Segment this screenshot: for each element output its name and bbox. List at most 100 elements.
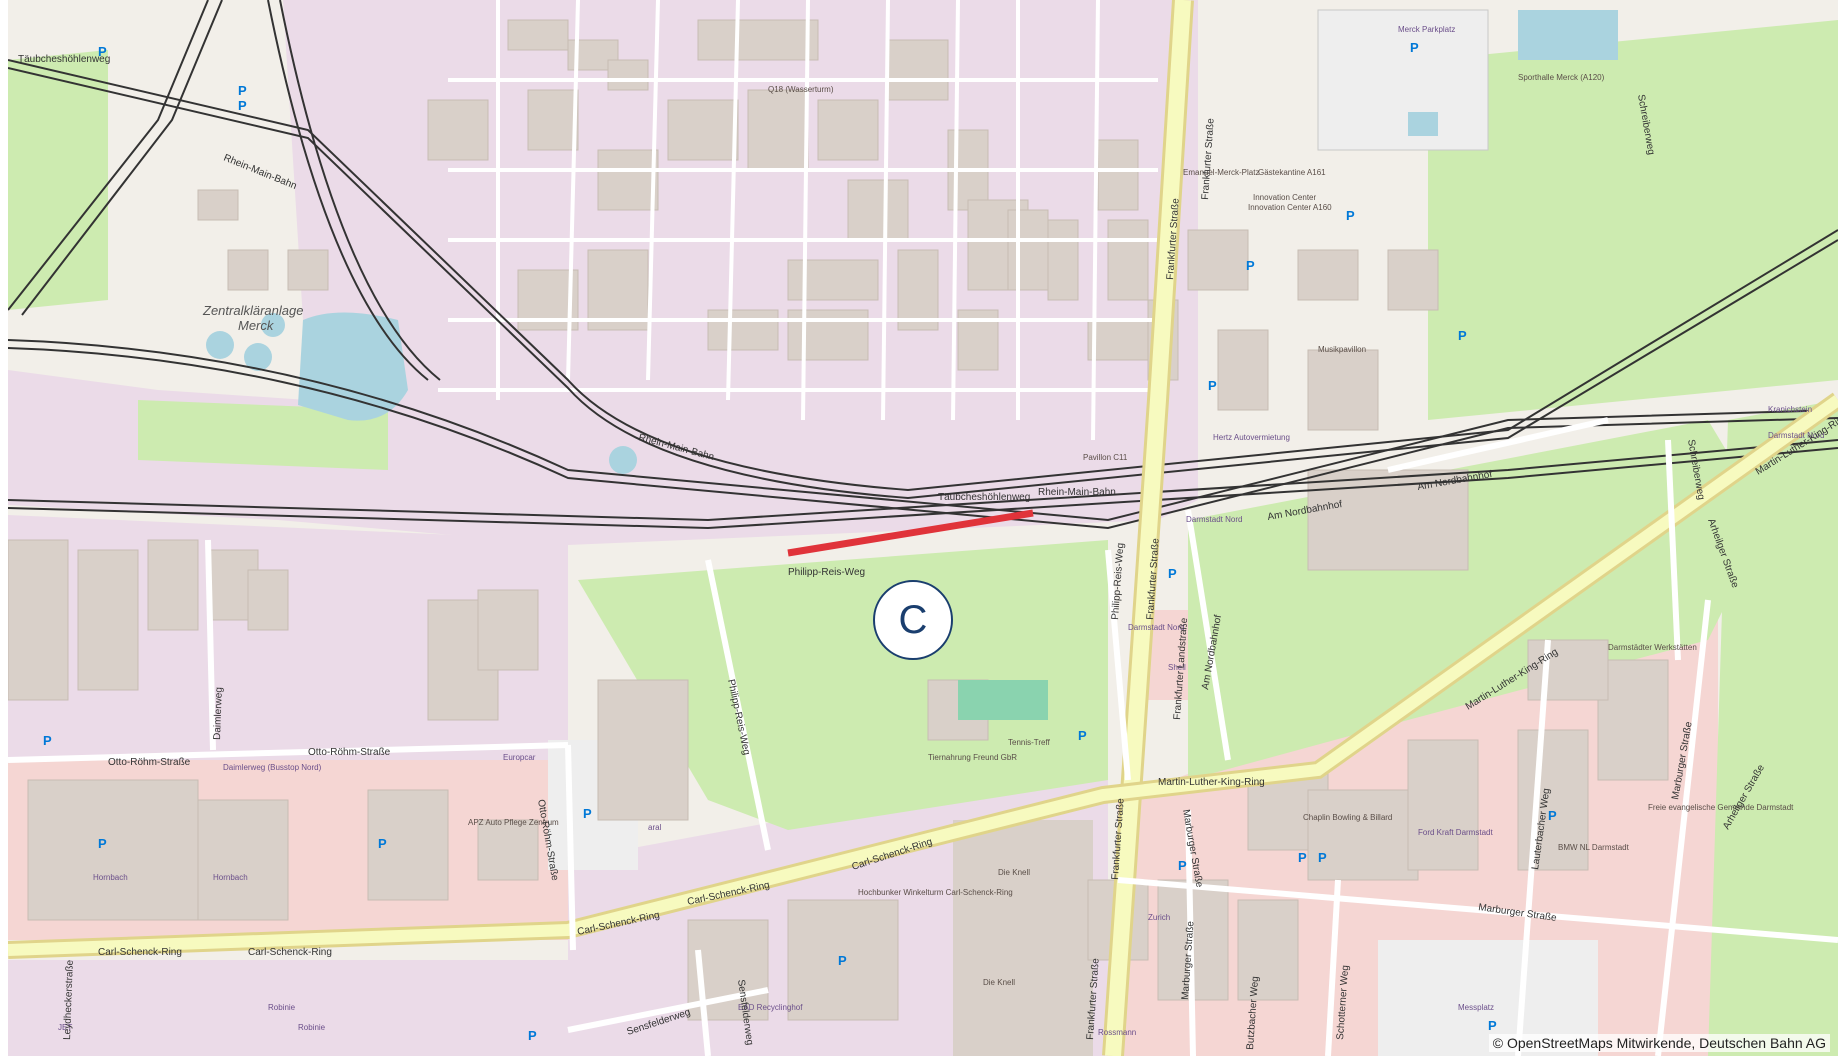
label-tennis: Tennis-Treff (1008, 738, 1051, 747)
label-bmw: BMW NL Darmstadt (1558, 843, 1630, 852)
svg-text:P: P (838, 953, 847, 968)
svg-text:P: P (1298, 850, 1307, 865)
label-aral: aral (648, 823, 662, 832)
green-area-nw (8, 50, 108, 310)
green-area-ne (1428, 20, 1838, 420)
sports-hall-green (958, 680, 1048, 720)
svg-text:P: P (1208, 378, 1217, 393)
label-pavillon: Pavillon C11 (1083, 453, 1128, 462)
road-label-daimlerweg: Daimlerweg (212, 687, 225, 740)
green-area-railway-strip (138, 400, 388, 470)
label-shell: Shell (1168, 663, 1186, 672)
svg-text:P: P (1458, 328, 1467, 343)
svg-text:P: P (238, 98, 247, 113)
road-label-otto-roehm-1: Otto-Röhm-Straße (108, 757, 191, 768)
road-label-philipp-reis-weg-3: Philipp-Reis-Weg (1110, 543, 1126, 621)
label-daimlerweg-bus: Daimlerweg (Busstop Nord) (223, 763, 322, 772)
svg-text:P: P (1488, 1018, 1497, 1033)
svg-text:P: P (1346, 208, 1355, 223)
label-darmstadt-nord: Darmstadt Nord (1186, 515, 1242, 524)
label-hertz: Hertz Autovermietung (1213, 433, 1290, 442)
map-attribution: © OpenStreetMaps Mitwirkende, Deutschen … (1488, 1034, 1830, 1052)
label-tierhaltung: Tiernahrung Freund GbR (928, 753, 1017, 762)
road-label-taubesholenweg-top: Täubcheshöhlenweg (18, 54, 110, 65)
label-darmstaedter-werkstaetten: Darmstädter Werkstätten (1608, 643, 1697, 652)
svg-text:P: P (43, 733, 52, 748)
label-ead: EAD Recyclinghof (738, 1003, 803, 1012)
pond-klaeranlage (298, 312, 408, 421)
map-canvas[interactable]: Zentralkläranlage Merck Q18 (Wasserturm)… (8, 0, 1838, 1056)
svg-text:P: P (98, 836, 107, 851)
location-marker-c[interactable]: C (873, 580, 953, 660)
svg-text:P: P (1178, 858, 1187, 873)
road-label-philipp-reis-weg: Philipp-Reis-Weg (788, 567, 865, 578)
label-jet: JET (58, 1023, 72, 1032)
road-label-butzbacher: Butzbacher Weg (1245, 976, 1261, 1050)
label-die-knell-2: Die Knell (983, 978, 1015, 987)
park-philipp-reis (578, 540, 1108, 830)
water-ne (1518, 10, 1618, 60)
svg-text:P: P (1078, 728, 1087, 743)
svg-text:P: P (528, 1028, 537, 1043)
label-apz: APZ Auto Pflege Zentrum (468, 818, 559, 827)
svg-text:P: P (1318, 850, 1327, 865)
major-roads (8, 0, 1838, 1056)
svg-text:P: P (1246, 258, 1255, 273)
industrial-area-sw (8, 960, 568, 1056)
die-knell-area (953, 820, 1093, 1056)
tank-1 (206, 331, 234, 359)
buildings (8, 19, 1669, 1021)
label-merck-parkplatz: Merck Parkplatz (1398, 25, 1455, 34)
label-innovation-center: Innovation Center (1253, 193, 1316, 202)
label-darmstadt-nord-s: Darmstadt Nord (1768, 431, 1824, 440)
green-area-far-east (1708, 400, 1838, 1056)
label-eth-merck: Emanuel-Merck-Platz (1183, 168, 1259, 177)
area-label-klaeranlage-2: Merck (238, 318, 275, 333)
svg-text:P: P (378, 836, 387, 851)
pool-merck (1408, 112, 1438, 136)
label-darmstadt-busstop: Darmstadt Nord (1128, 623, 1184, 632)
svg-text:P: P (1168, 566, 1177, 581)
label-robinie-2: Robinie (298, 1023, 326, 1032)
label-messplatz: Messplatz (1458, 1003, 1494, 1012)
road-label-leydheckerstrasse: Leydheckerstraße (62, 959, 76, 1040)
tank-3 (261, 313, 285, 337)
label-europcar: Europcar (503, 753, 536, 762)
label-hochbunker: Hochbunker Winkelturm Carl-Schenck-Ring (858, 888, 1013, 897)
label-wasserturm: Q18 (Wasserturm) (768, 85, 834, 94)
railway-tracks (8, 0, 1838, 530)
tank-4 (609, 446, 637, 474)
svg-text:P: P (583, 806, 592, 821)
road-label-schotterner: Schotterner Weg (1335, 965, 1351, 1040)
road-label-rhein-main-bahn-3: Rhein-Main-Bahn (1038, 487, 1116, 498)
label-hornbach: Hornbach (93, 873, 128, 882)
svg-text:P: P (238, 83, 247, 98)
label-innovation: Innovation Center A160 (1248, 203, 1332, 212)
road-label-otto-roehm-2: Otto-Röhm-Straße (308, 747, 391, 758)
label-robinie: Robinie (268, 1003, 296, 1012)
road-label-carl-schenck-2: Carl-Schenck-Ring (248, 947, 332, 958)
road-label-carl-schenck-1: Carl-Schenck-Ring (98, 947, 182, 958)
label-ford: Ford Kraft Darmstadt (1418, 828, 1493, 837)
label-die-knell: Die Knell (998, 868, 1030, 877)
label-zurich: Zurich (1148, 913, 1170, 922)
label-gaestekantine: Gästekantine A161 (1258, 168, 1326, 177)
minor-roads (8, 417, 1838, 1056)
svg-text:P: P (98, 44, 107, 59)
label-kranichstein: Kranichstein (1768, 405, 1812, 414)
merck-parking-area (1317, 9, 1489, 151)
label-freie-gemeinde: Freie evangelische Gemeinde Darmstadt (1648, 803, 1794, 812)
area-label-klaeranlage: Zentralkläranlage (202, 303, 303, 318)
road-label-mlk-1: Martin-Luther-King-Ring (1158, 777, 1265, 788)
svg-text:P: P (1410, 40, 1419, 55)
tank-2 (244, 343, 272, 371)
label-hornbach-2: Hornbach (213, 873, 248, 882)
label-chaplin: Chaplin Bowling & Billard (1303, 813, 1392, 822)
marker-label: C (898, 597, 928, 642)
label-musikpavillon: Musikpavillon (1318, 345, 1366, 354)
svg-text:P: P (1548, 808, 1557, 823)
highlighted-track-segment[interactable] (787, 509, 1034, 557)
label-sporthalle: Sporthalle Merck (A120) (1518, 73, 1605, 82)
label-rossmann: Rossmann (1098, 1028, 1136, 1037)
